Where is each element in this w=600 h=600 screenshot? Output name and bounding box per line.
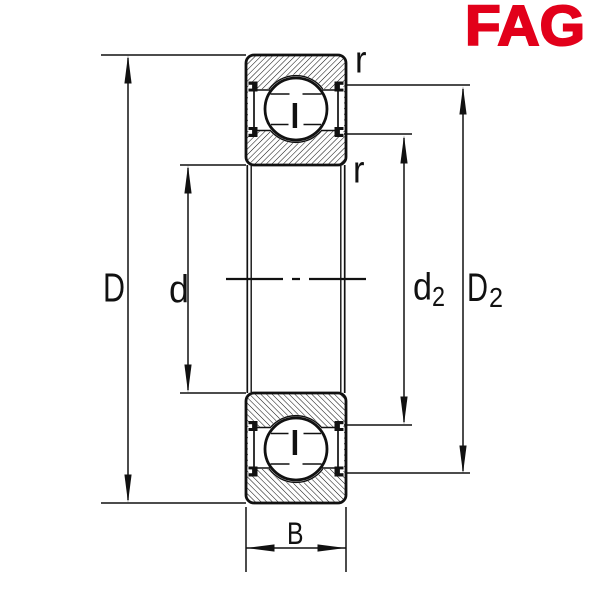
label-radius-bottom-r: r: [353, 150, 365, 192]
label-radius-top-r: r: [355, 40, 367, 82]
bearing-section-top: [244, 53, 348, 167]
label-D2-base: D: [467, 266, 488, 310]
label-d2-base: d: [413, 267, 432, 309]
dimension-arrows: [124, 55, 467, 552]
label-bore-diameter-d: d: [169, 269, 189, 312]
label-d2-subscript: 2: [432, 281, 445, 312]
label-D2-subscript: 2: [489, 282, 503, 313]
label-width-B: B: [287, 515, 304, 551]
bearing-section-bottom: [244, 391, 348, 505]
label-outer-diameter-D: D: [103, 265, 125, 311]
fag-logo: FAG: [465, 0, 585, 57]
